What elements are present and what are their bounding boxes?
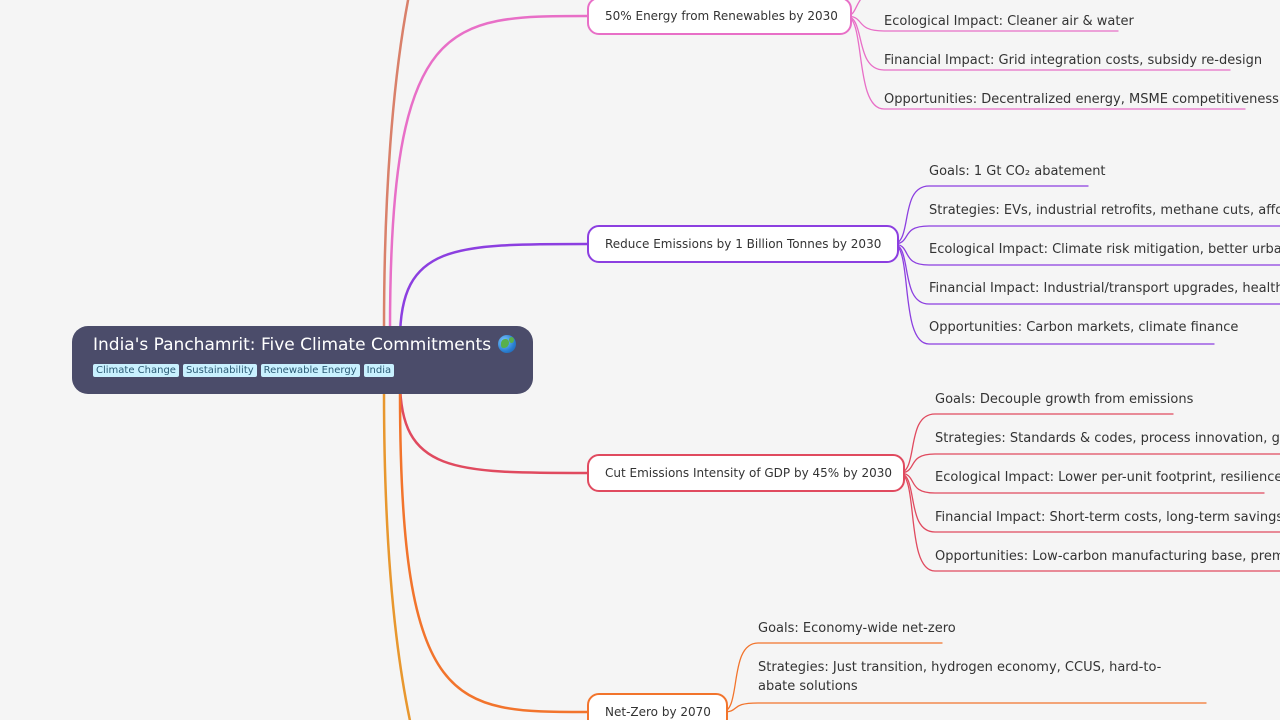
leaf-emissions-opportunities[interactable]: Opportunities: Carbon markets, climate f… bbox=[929, 320, 1239, 335]
edge-leaf-b3-1 bbox=[721, 702, 1207, 713]
tag-sustainability[interactable]: Sustainability bbox=[182, 364, 257, 377]
edge-root-b2 bbox=[398, 378, 589, 475]
root-title: India's Panchamrit: Five Climate Commitm… bbox=[93, 335, 492, 355]
branch-net-zero[interactable]: Net-Zero by 2070 bbox=[587, 693, 728, 720]
leaf-renewables-opportunities[interactable]: Opportunities: Decentralized energy, MSM… bbox=[884, 92, 1279, 107]
leaf-intensity-opportunities[interactable]: Opportunities: Low-carbon manufacturing … bbox=[935, 549, 1280, 564]
branch-reduce-emissions[interactable]: Reduce Emissions by 1 Billion Tonnes by … bbox=[587, 225, 899, 263]
leaf-emissions-strategies[interactable]: Strategies: EVs, industrial retrofits, m… bbox=[929, 203, 1280, 218]
root-tags: Climate Change Sustainability Renewable … bbox=[93, 364, 533, 377]
edge-root-b0 bbox=[388, 14, 589, 332]
edge-leaf-b1-4 bbox=[892, 243, 1215, 345]
branch-emissions-intensity[interactable]: Cut Emissions Intensity of GDP by 45% by… bbox=[587, 454, 905, 492]
tag-climate-change[interactable]: Climate Change bbox=[93, 364, 179, 377]
leaf-intensity-ecological[interactable]: Ecological Impact: Lower per-unit footpr… bbox=[935, 470, 1280, 485]
leaf-emissions-ecological[interactable]: Ecological Impact: Climate risk mitigati… bbox=[929, 242, 1280, 257]
branch-renewables[interactable]: 50% Energy from Renewables by 2030 bbox=[587, 0, 852, 35]
edge-offscreen-bottom bbox=[382, 390, 412, 720]
edge-offscreen-top bbox=[382, 0, 410, 332]
root-node[interactable]: India's Panchamrit: Five Climate Commitm… bbox=[72, 326, 533, 394]
leaf-renewables-ecological[interactable]: Ecological Impact: Cleaner air & water bbox=[884, 14, 1134, 29]
edge-root-b3 bbox=[398, 390, 589, 714]
leaf-emissions-financial[interactable]: Financial Impact: Industrial/transport u… bbox=[929, 281, 1280, 296]
leaf-intensity-goals[interactable]: Goals: Decouple growth from emissions bbox=[935, 392, 1194, 407]
tag-india[interactable]: India bbox=[363, 364, 395, 377]
leaf-netzero-strategies[interactable]: Strategies: Just transition, hydrogen ec… bbox=[758, 660, 1162, 694]
edge-leaf-b0-2 bbox=[845, 15, 1246, 110]
leaf-intensity-financial[interactable]: Financial Impact: Short-term costs, long… bbox=[935, 510, 1280, 525]
edge-leaf-b2-4 bbox=[898, 472, 1280, 572]
leaf-emissions-goals[interactable]: Goals: 1 Gt CO₂ abatement bbox=[929, 164, 1106, 179]
leaf-renewables-financial[interactable]: Financial Impact: Grid integration costs… bbox=[884, 53, 1263, 68]
leaf-netzero-goals[interactable]: Goals: Economy-wide net-zero bbox=[758, 621, 956, 636]
leaf-intensity-strategies[interactable]: Strategies: Standards & codes, process i… bbox=[935, 431, 1280, 446]
globe-icon bbox=[498, 335, 517, 353]
edge-root-b1 bbox=[398, 242, 589, 342]
tag-renewable-energy[interactable]: Renewable Energy bbox=[260, 364, 360, 377]
